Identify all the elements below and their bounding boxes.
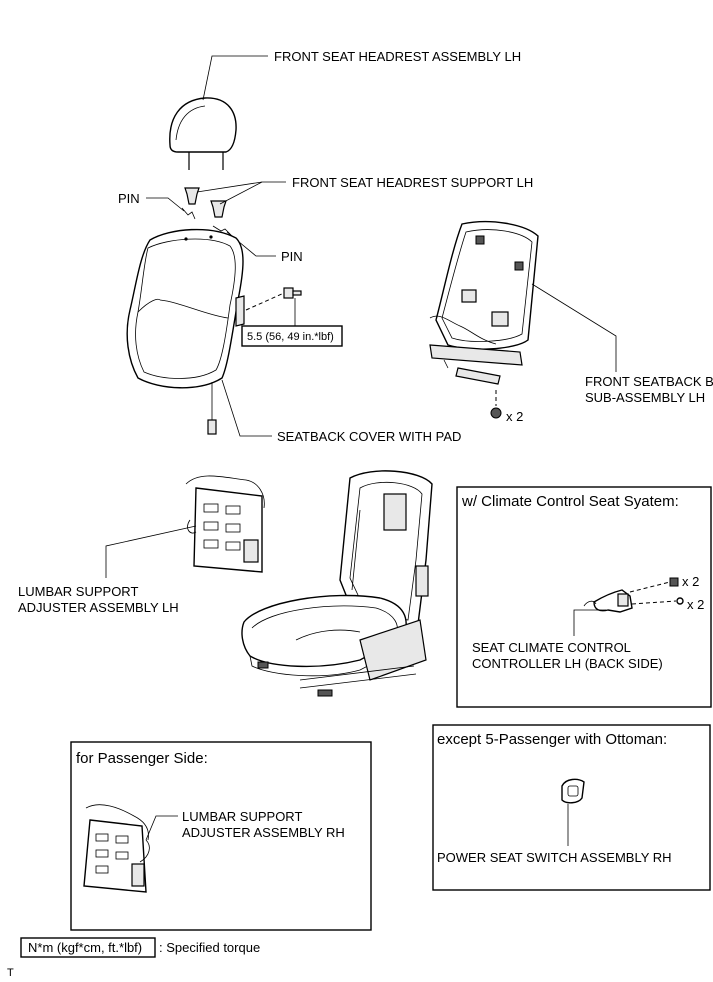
legend-torque-key: N*m (kgf*cm, ft.*lbf) bbox=[28, 940, 142, 955]
seatback-cover-leader bbox=[221, 379, 272, 437]
legend-torque-box bbox=[20, 937, 156, 958]
climate-label-line1: SEAT CLIMATE CONTROL bbox=[472, 640, 631, 655]
climate-controller-leader bbox=[573, 609, 606, 636]
lumbar-lh-illustration bbox=[185, 475, 265, 573]
seatback-board-illustration bbox=[429, 220, 539, 385]
climate-label-line2: CONTROLLER LH (BACK SIDE) bbox=[472, 656, 663, 671]
screw-icon bbox=[490, 390, 502, 419]
pin-icon bbox=[181, 207, 196, 220]
board-screw-qty: x 2 bbox=[506, 409, 523, 424]
lumbar-lh-leader bbox=[105, 525, 197, 578]
power-seat-switch-icon bbox=[561, 778, 585, 804]
clip-icon bbox=[631, 597, 684, 605]
climate-screw-qty: x 2 bbox=[682, 574, 699, 589]
legend-torque-desc: : Specified torque bbox=[159, 940, 260, 955]
headrest-support-illustration bbox=[184, 187, 227, 218]
pin-icon bbox=[212, 225, 233, 237]
lumbar-rh-illustration bbox=[83, 804, 150, 893]
lumbar-rh-label-line2: ADJUSTER ASSEMBLY RH bbox=[182, 825, 345, 840]
seatback-board-label-line2: SUB-ASSEMBLY LH bbox=[585, 390, 705, 405]
seatback-board-leader bbox=[531, 283, 617, 372]
pin-left-leader bbox=[146, 197, 185, 212]
headrest-label: FRONT SEAT HEADREST ASSEMBLY LH bbox=[274, 49, 521, 64]
climate-controller-illustration bbox=[583, 589, 633, 613]
bolt-icon bbox=[283, 287, 302, 299]
climate-clip-qty: x 2 bbox=[687, 597, 704, 612]
climate-control-box bbox=[456, 486, 712, 708]
power-switch-label: POWER SEAT SWITCH ASSEMBLY RH bbox=[437, 850, 672, 865]
headrest-support-label: FRONT SEAT HEADREST SUPPORT LH bbox=[292, 175, 533, 190]
ottoman-box-title: except 5-Passenger with Ottoman: bbox=[437, 731, 667, 748]
lumbar-rh-leader bbox=[145, 815, 178, 841]
passenger-side-box bbox=[70, 741, 372, 931]
headrest-leader bbox=[202, 55, 268, 101]
screw-icon bbox=[629, 577, 679, 593]
pin-right-label: PIN bbox=[281, 249, 303, 264]
headrest-support-leader bbox=[196, 181, 286, 193]
headrest-illustration bbox=[169, 97, 237, 170]
torque-spec-value: 5.5 (56, 49 in.*lbf) bbox=[247, 331, 334, 343]
lumbar-lh-label-line2: ADJUSTER ASSEMBLY LH bbox=[18, 600, 179, 615]
bolt-path bbox=[245, 292, 285, 311]
lumbar-rh-label-line1: LUMBAR SUPPORT bbox=[182, 809, 302, 824]
torque-spec-box bbox=[241, 325, 343, 347]
lumbar-lh-label-line1: LUMBAR SUPPORT bbox=[18, 584, 138, 599]
pin-left-label: PIN bbox=[118, 191, 140, 206]
seatback-board-label-line1: FRONT SEATBACK BOARD bbox=[585, 374, 713, 389]
passenger-box-title: for Passenger Side: bbox=[76, 750, 208, 767]
seatback-cover-label: SEATBACK COVER WITH PAD bbox=[277, 429, 461, 444]
ottoman-box bbox=[432, 724, 711, 891]
corner-mark: T bbox=[7, 967, 14, 979]
climate-box-title: w/ Climate Control Seat Syatem: bbox=[461, 493, 679, 510]
seatback-cover-illustration bbox=[126, 228, 245, 435]
seat-frame-illustration bbox=[241, 470, 433, 697]
